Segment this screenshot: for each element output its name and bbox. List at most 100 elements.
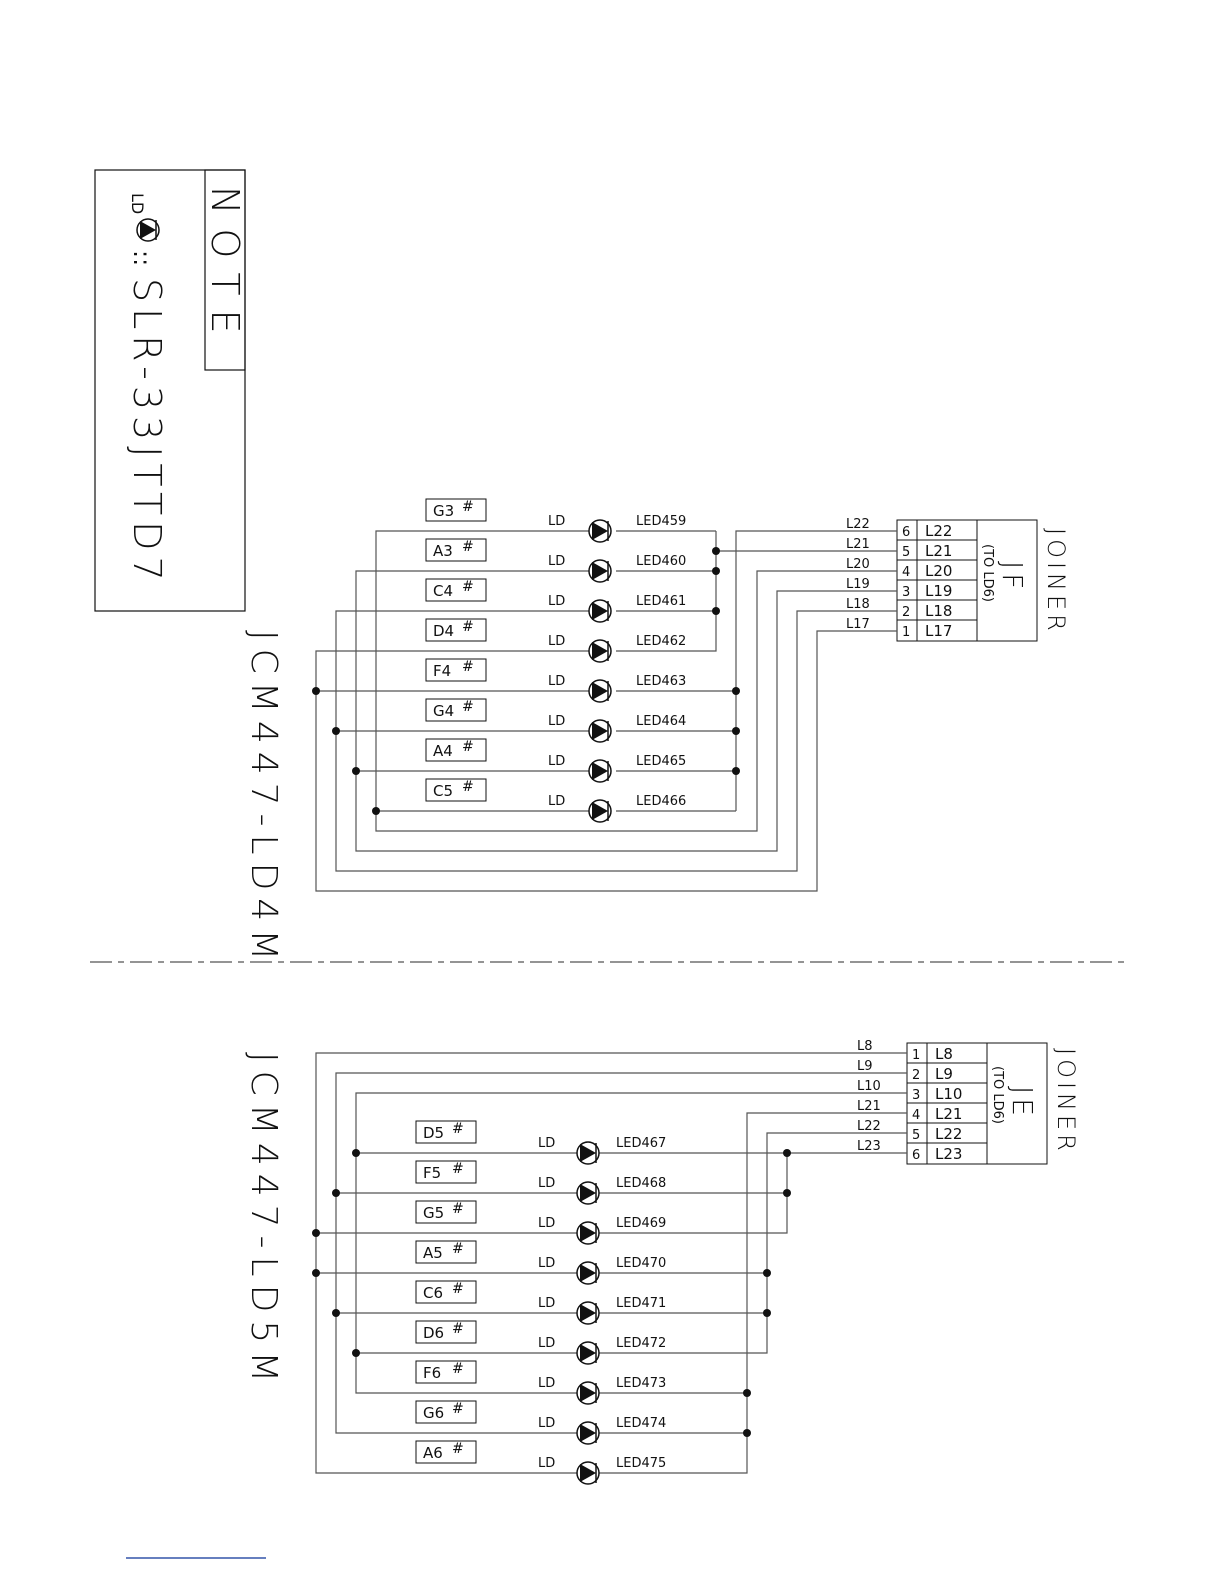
led-diode-icon	[576, 1221, 600, 1245]
led-ref-label: LED468	[616, 1176, 666, 1191]
sharp-sign: #	[462, 739, 474, 755]
joiner-dest-jf: (TO LD6)	[980, 544, 995, 602]
led-diode-icon	[576, 1261, 600, 1285]
junctions-ld4m	[312, 547, 740, 815]
note-label: D6	[423, 1324, 444, 1342]
led-type-label: LD	[548, 634, 565, 649]
pin-net: L23	[935, 1145, 962, 1163]
pin-number: 2	[912, 1068, 920, 1083]
sharp-sign: #	[452, 1441, 464, 1457]
pin-net: L8	[935, 1045, 953, 1063]
joiner-pin-row: 4 L21	[907, 1102, 987, 1123]
led-type-label: LD	[548, 714, 565, 729]
wire-label: L19	[846, 577, 870, 592]
led-symbol-icon	[136, 218, 160, 242]
led-type-label: LD	[538, 1256, 555, 1271]
led-diode-icon	[588, 799, 612, 823]
pin-number: 2	[902, 605, 910, 620]
note-label-box	[425, 778, 487, 802]
note-title: NOTE	[203, 186, 247, 348]
led-ref-label: LED474	[616, 1416, 666, 1431]
wire-label: L8	[857, 1039, 873, 1054]
wire-label: L21	[857, 1099, 881, 1114]
board-label-ld4m: JCM447-LD4M	[243, 630, 284, 968]
wires-ld5m	[315, 1052, 907, 1474]
led-type-label: LD	[538, 1336, 555, 1351]
note-label-box	[425, 538, 487, 562]
led-ref-label: LED464	[636, 714, 686, 729]
led-type-label: LD	[548, 554, 565, 569]
pin-number: 4	[912, 1108, 920, 1123]
note-label: A5	[423, 1244, 443, 1262]
note-label: D4	[433, 622, 454, 640]
note-label: C5	[433, 782, 453, 800]
sharp-sign: #	[462, 499, 474, 515]
led-type-label: LD	[538, 1416, 555, 1431]
pin-number: 4	[902, 565, 910, 580]
led-diode-icon	[588, 639, 612, 663]
wire-label: L22	[846, 517, 870, 532]
led-ref-label: LED459	[636, 514, 686, 529]
pin-net: L17	[925, 622, 952, 640]
pin-number: 6	[912, 1148, 920, 1163]
note-label: F4	[433, 662, 451, 680]
pin-net: L22	[935, 1125, 962, 1143]
led-ref-label: LED466	[636, 794, 686, 809]
led-type-label: LD	[538, 1216, 555, 1231]
note-label: A6	[423, 1444, 443, 1462]
note-label-box	[425, 738, 487, 762]
note-separator: ::	[128, 250, 156, 266]
wire-label: L21	[846, 537, 870, 552]
note-label-box	[415, 1320, 477, 1344]
led-diode-icon	[576, 1461, 600, 1485]
note-label: A4	[433, 742, 453, 760]
led-ref-label: LED461	[636, 594, 686, 609]
led-type-label: LD	[548, 754, 565, 769]
sharp-sign: #	[462, 659, 474, 675]
note-label-box	[415, 1360, 477, 1384]
sharp-sign: #	[452, 1321, 464, 1337]
pin-net: L21	[935, 1105, 962, 1123]
led-ref-label: LED467	[616, 1136, 666, 1151]
note-part-number: SLR-33JTTD7	[125, 278, 169, 587]
note-label-box	[425, 698, 487, 722]
sharp-sign: #	[452, 1361, 464, 1377]
pin-net: L20	[925, 562, 952, 580]
pin-net: L10	[935, 1085, 962, 1103]
led-diode-icon	[588, 559, 612, 583]
wire-label: L17	[846, 617, 870, 632]
sharp-sign: #	[452, 1161, 464, 1177]
note-label: G4	[433, 702, 454, 720]
note-label: F5	[423, 1164, 441, 1182]
note-label-box	[415, 1280, 477, 1304]
joiner-pin-row: 6 L23	[907, 1142, 987, 1163]
note-label-box	[415, 1120, 477, 1144]
led-diode-icon	[576, 1341, 600, 1365]
note-label: D5	[423, 1124, 444, 1142]
joiner-id-je: JE	[1006, 1086, 1039, 1120]
led-diode-icon	[588, 519, 612, 543]
led-diode-icon	[576, 1421, 600, 1445]
note-label: G6	[423, 1404, 444, 1422]
note-label-box	[425, 658, 487, 682]
led-diode-icon	[576, 1381, 600, 1405]
joiner-word-je: JOINER	[1052, 1048, 1080, 1155]
led-diode-icon	[588, 679, 612, 703]
